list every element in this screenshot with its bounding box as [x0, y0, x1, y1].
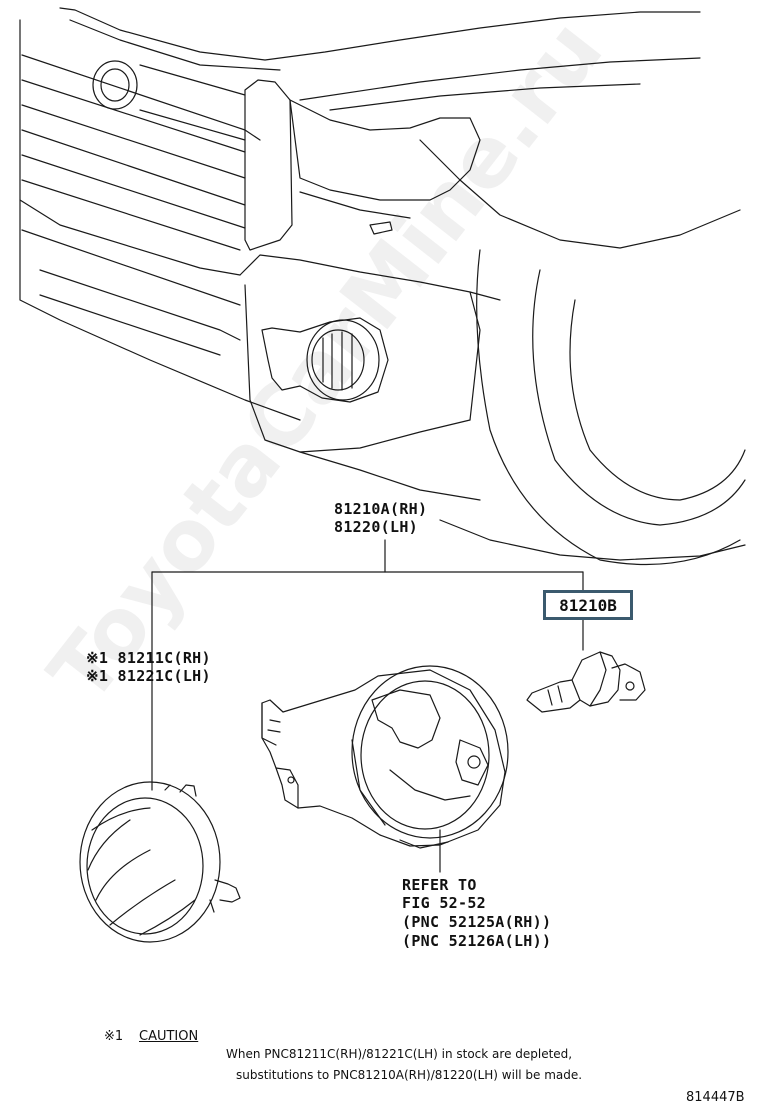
caution-title: CAUTION	[139, 1029, 199, 1044]
leader-lines	[151, 539, 584, 873]
refer-note-line2: FIG 52-52	[402, 894, 486, 912]
lamp-unit-rh-label: ※1 81211C(RH)	[86, 649, 211, 667]
refer-note-line3: (PNC 52125A(RH))	[402, 913, 552, 931]
assembly-part-rh-label: 81210A(RH)	[334, 500, 428, 518]
lamp-unit-illustration	[79, 781, 241, 943]
vehicle-front-illustration	[19, 7, 746, 566]
lamp-unit-lh-label: ※1 81221C(LH)	[86, 667, 211, 685]
caution-line1: When PNC81211C(RH)/81221C(LH) in stock a…	[226, 1047, 573, 1061]
bulb-part-highlight[interactable]: 81210B	[543, 590, 633, 620]
figure-id: 814447B	[686, 1090, 745, 1105]
refer-note-line1: REFER TO	[402, 876, 477, 894]
assembly-part-lh-label: 81220(LH)	[334, 518, 418, 536]
bulb-illustration	[526, 651, 646, 713]
caution-marker: ※1	[104, 1029, 124, 1044]
refer-note-line4: (PNC 52126A(LH))	[402, 932, 552, 950]
fog-lamp-housing	[261, 665, 509, 849]
caution-line2: substitutions to PNC81210A(RH)/81220(LH)…	[236, 1068, 583, 1082]
bulb-part-label: 81210B	[559, 596, 617, 615]
